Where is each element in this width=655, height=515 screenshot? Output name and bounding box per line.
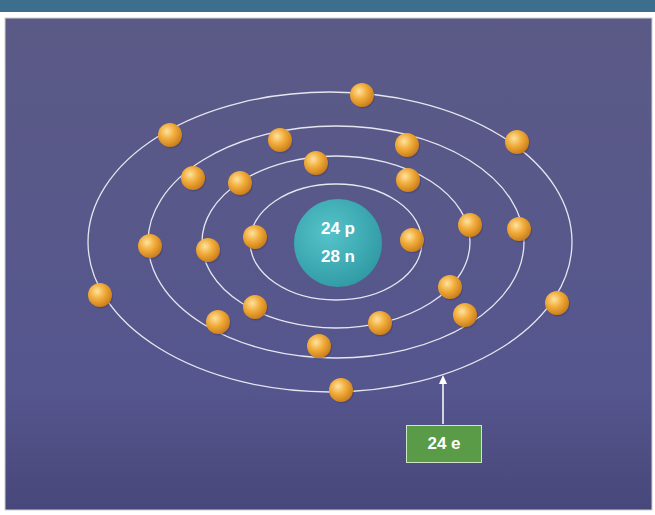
electron-count-box: 24 e [406,425,482,463]
electron [243,295,267,319]
electron [458,213,482,237]
leader-line [442,382,444,424]
nucleus-circle [294,199,382,287]
electrons [88,83,570,404]
arrow-head [439,375,447,384]
electron [307,334,331,358]
electron [438,275,462,299]
node-text: 24 e [427,434,460,454]
background-panel [5,18,652,510]
electron [158,123,182,147]
electron [453,303,477,327]
orbits [88,92,572,392]
electron [350,83,374,107]
electron [329,378,353,402]
electron [368,311,392,335]
electron [243,225,267,249]
leader-arrow [439,375,447,424]
electron [400,228,424,252]
orbit [202,156,470,328]
electron [505,130,529,154]
orbit [88,92,572,392]
node-text: 28 n [321,247,355,267]
electron [545,291,569,315]
electron [206,310,230,334]
top-bar [0,0,655,12]
electron [304,151,328,175]
electron [196,238,220,262]
electron [395,133,419,157]
nucleus: 24 p 28 n [294,199,382,287]
electron [138,234,162,258]
electron [181,166,205,190]
orbit [148,126,524,358]
node-text: 24 p [321,219,355,239]
electron [396,168,420,192]
electron [228,171,252,195]
orbit [250,184,422,300]
electron [507,217,531,241]
electron [268,128,292,152]
electron [88,283,112,307]
